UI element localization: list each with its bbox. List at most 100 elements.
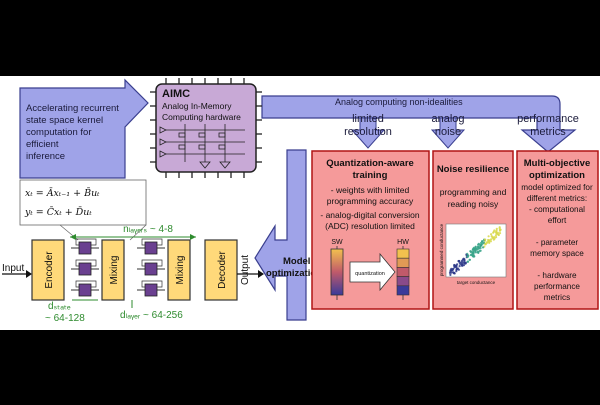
output-label: Output <box>240 255 251 285</box>
left-arrow-line: inference <box>26 151 65 162</box>
scatter-point <box>474 251 477 254</box>
chip-line: Computing hardware <box>162 112 241 122</box>
quantization-arrow <box>349 252 396 292</box>
non-idealities: limited resolution analog noise performa… <box>344 113 579 138</box>
scatter-point <box>478 243 481 246</box>
scatter-y-label: programmed conductance <box>439 223 444 276</box>
scatter-point <box>457 259 460 263</box>
mixing-label: Mixing <box>109 256 120 285</box>
panel-text: performance <box>534 282 580 291</box>
scatter-point <box>492 231 495 234</box>
panel-text: - weights with limited <box>331 185 410 195</box>
scatter-point <box>474 248 477 251</box>
panel-text: - parameter <box>536 238 579 247</box>
model-opt-line: optimization <box>266 268 322 279</box>
scatter-point <box>449 269 452 272</box>
scatter-point <box>451 268 454 271</box>
dstate-range: ~ 64-128 <box>45 313 85 324</box>
panel-title: Quantization-aware <box>326 158 414 169</box>
panel-title: Multi-objective <box>524 158 591 169</box>
down-arrow-noise <box>430 117 466 149</box>
nonideality-label: metrics <box>530 126 566 138</box>
scatter-point <box>495 230 498 233</box>
aimc-chip: AIMC Analog In-Memory Computing hardware <box>150 78 262 178</box>
hw-bar-level <box>396 267 410 277</box>
scatter-point <box>472 246 475 249</box>
scatter-x-label: target conductance <box>457 280 496 285</box>
scatter-point <box>478 250 481 253</box>
scatter-point <box>471 254 474 257</box>
scatter-point <box>490 233 493 236</box>
left-arrow-text: Accelerating recurrent state space kerne… <box>26 103 119 162</box>
scatter-point <box>496 231 499 234</box>
scatter-point <box>449 273 452 276</box>
top-blue-arrow-body <box>261 95 577 153</box>
dstate-label: dₛₜₐₜₑ <box>48 301 71 312</box>
scatter-point <box>498 229 502 232</box>
scatter-point <box>487 235 490 238</box>
nonideality-label: analog <box>431 113 464 125</box>
scatter-point <box>452 271 455 274</box>
quantization-label: quantization <box>355 271 385 277</box>
panel-text: reading noisy <box>448 199 499 209</box>
scatter-point <box>495 227 498 230</box>
left-blue-arrow <box>19 78 149 179</box>
scatter-point <box>462 264 465 267</box>
scatter-point <box>476 248 479 251</box>
crossbar-icon <box>159 124 245 169</box>
nonideality-label: resolution <box>344 126 392 138</box>
left-arrow-line: state space kernel <box>26 115 103 126</box>
multi-lines: model optimized for different metrics: -… <box>521 183 593 302</box>
sw-bar <box>330 248 344 296</box>
kernel-cell <box>78 262 92 276</box>
scatter-point <box>448 271 452 274</box>
scatter-point <box>472 251 475 255</box>
chip-line: Analog In-Memory <box>162 101 232 111</box>
output-arrowhead <box>258 270 264 278</box>
left-arrow-line: computation for <box>26 127 91 138</box>
noise-panel: Noise resilience programming and reading… <box>432 150 514 310</box>
hw-label: HW <box>397 239 409 246</box>
scatter-point <box>458 265 461 268</box>
input-arrowhead <box>26 270 32 278</box>
panel-text: metrics <box>544 293 570 302</box>
scatter-point <box>466 260 470 263</box>
scatter-point <box>469 253 472 257</box>
scatter-point <box>491 236 494 239</box>
panel-text: effort <box>548 216 567 225</box>
nlayers-label: nₗₐᵧₑᵣₛ ~ 4-8 <box>123 224 173 235</box>
scatter-point <box>476 245 479 248</box>
kernel-cell <box>144 283 158 297</box>
panel-text: model optimized for <box>521 183 593 192</box>
nlayers-arrowhead <box>70 234 76 240</box>
scatter-point <box>455 264 458 267</box>
quantization-panel: Quantization-aware training - weights wi… <box>311 150 430 310</box>
kernel-cell <box>78 241 92 255</box>
scatter-points <box>448 226 502 276</box>
kernel-grid-1 <box>71 238 99 297</box>
nonideality-label: noise <box>435 126 461 138</box>
decoder-block <box>204 239 238 301</box>
panel-text: different metrics: <box>527 194 587 203</box>
scatter-point <box>479 241 483 245</box>
panel-text: programming and <box>440 187 507 197</box>
scatter-point <box>480 240 484 243</box>
panel-text: - hardware <box>537 271 577 280</box>
scatter-point <box>468 258 471 261</box>
scatter-point <box>481 246 485 249</box>
hw-bar <box>396 248 410 296</box>
mixing-block-2 <box>167 239 191 301</box>
scatter-point <box>481 242 484 245</box>
scatter-point <box>474 246 477 249</box>
scatter-point <box>455 270 458 273</box>
kernel-loop <box>75 280 97 288</box>
sw-label: SW <box>331 239 343 246</box>
mixing-label: Mixing <box>175 256 186 285</box>
scatter-point <box>461 258 464 261</box>
mixing-block-1 <box>101 239 125 301</box>
kernel-loop <box>141 259 163 267</box>
kernel-cell <box>144 262 158 276</box>
kernel-loop <box>141 238 163 246</box>
input-label: Input <box>2 263 24 274</box>
